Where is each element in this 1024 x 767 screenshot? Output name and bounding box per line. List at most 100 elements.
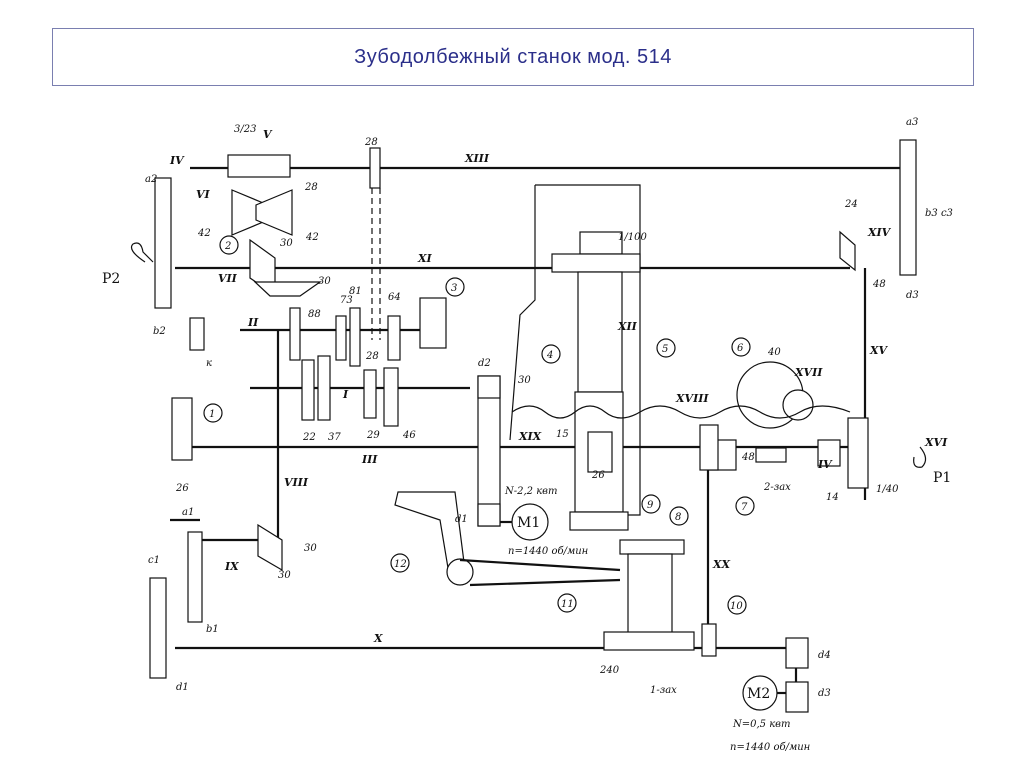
svg-text:42: 42 [197,228,211,239]
svg-text:29: 29 [366,430,380,441]
svg-text:IV: IV [817,458,833,471]
svg-text:XIX: XIX [518,430,542,443]
svg-text:d2: d2 [478,358,491,369]
svg-text:5: 5 [662,344,668,355]
svg-text:III: III [361,453,378,466]
svg-text:8: 8 [675,512,681,523]
svg-text:b1: b1 [206,624,219,635]
svg-text:n=1440 об/мин: n=1440 об/мин [730,742,810,753]
svg-text:XVI: XVI [924,436,948,449]
link-11 [459,558,621,572]
clutch-3 [419,297,447,349]
bevel-42-right [255,189,293,236]
svg-text:XII: XII [617,320,638,333]
svg-text:28: 28 [364,137,378,148]
gear-1-40 [847,417,869,489]
svg-text:88: 88 [308,309,321,320]
gear-26-left [171,397,193,461]
svg-text:XVIII: XVIII [675,392,709,405]
gear-10 [701,623,717,657]
svg-text:M1: M1 [517,515,540,531]
gear-d3 [785,681,809,713]
svg-text:c1: c1 [148,555,160,566]
bevel-30-b [253,281,322,297]
svg-text:XIII: XIII [464,152,490,165]
svg-text:к: к [206,358,212,369]
bevel-24 [839,230,856,272]
svg-text:XIV: XIV [867,226,892,239]
svg-text:37: 37 [328,432,341,443]
svg-text:64: 64 [388,292,401,303]
svg-text:XVII: XVII [794,366,823,379]
svg-text:n=1440 об/мин: n=1440 об/мин [508,546,588,557]
page-title: Зубодолбежный станок мод. 514 [354,45,672,68]
gear-c1d1 [149,577,167,679]
svg-text:42: 42 [305,232,319,243]
svg-text:30: 30 [304,543,317,554]
gear-7 [699,424,719,471]
svg-text:3: 3 [451,283,457,294]
gear-28-top [369,147,381,189]
svg-text:d1: d1 [455,514,468,525]
svg-text:1: 1 [209,409,215,420]
svg-text:48: 48 [741,452,755,463]
svg-text:40: 40 [767,347,781,358]
svg-text:IV: IV [169,154,185,167]
svg-text:15: 15 [556,429,569,440]
gear-81 [349,307,361,367]
svg-text:14: 14 [826,492,839,503]
svg-text:II: II [247,316,259,329]
svg-text:28: 28 [365,351,379,362]
svg-text:P2: P2 [102,271,120,287]
svg-text:N-2,2 квт: N-2,2 квт [504,486,558,497]
svg-text:XX: XX [712,558,731,571]
svg-text:30: 30 [318,276,331,287]
svg-text:IX: IX [224,560,239,573]
svg-text:d3: d3 [818,688,831,699]
gear-29 [363,369,377,419]
svg-text:30: 30 [278,570,291,581]
clutch-14 [817,439,841,467]
gear-73 [335,315,347,361]
svg-text:a2: a2 [145,174,157,185]
svg-text:N=0,5 квт: N=0,5 квт [732,719,791,730]
svg-text:30: 30 [518,375,531,386]
svg-text:73: 73 [340,295,353,306]
title-box: Зубодолбежный станок мод. 514 [52,28,974,86]
gear-a2b2 [154,177,172,309]
svg-text:b3 c3: b3 c3 [925,208,953,219]
svg-text:2-зах: 2-зах [763,482,791,493]
svg-text:2: 2 [224,241,231,252]
gear-a3b3 [899,139,917,276]
svg-text:48: 48 [872,279,886,290]
gear-22 [301,359,315,421]
svg-text:V: V [263,128,273,141]
svg-text:d1: d1 [176,682,189,693]
wheel-240 [603,631,695,651]
svg-text:12: 12 [394,559,407,570]
svg-text:XI: XI [417,252,433,265]
svg-text:VIII: VIII [284,476,309,489]
handwheel-p2 [130,242,154,263]
gear-a1b1 [187,531,203,623]
roller [446,558,474,586]
svg-text:d4: d4 [818,650,831,661]
gear-26-center [587,431,613,473]
svg-text:X: X [373,632,383,645]
svg-text:a1: a1 [182,507,194,518]
svg-text:26: 26 [175,483,189,494]
svg-text:11: 11 [561,599,574,610]
svg-text:1/100: 1/100 [618,232,647,243]
gear-64 [387,315,401,361]
svg-text:22: 22 [302,432,316,443]
svg-text:7: 7 [741,502,748,513]
cutter-9 [569,511,629,531]
gear-k [189,317,205,351]
svg-text:6: 6 [737,343,744,354]
svg-text:3/23: 3/23 [234,124,256,135]
svg-text:d3: d3 [906,290,919,301]
svg-text:30: 30 [280,238,293,249]
svg-text:24: 24 [844,199,858,210]
svg-text:VII: VII [218,272,238,285]
